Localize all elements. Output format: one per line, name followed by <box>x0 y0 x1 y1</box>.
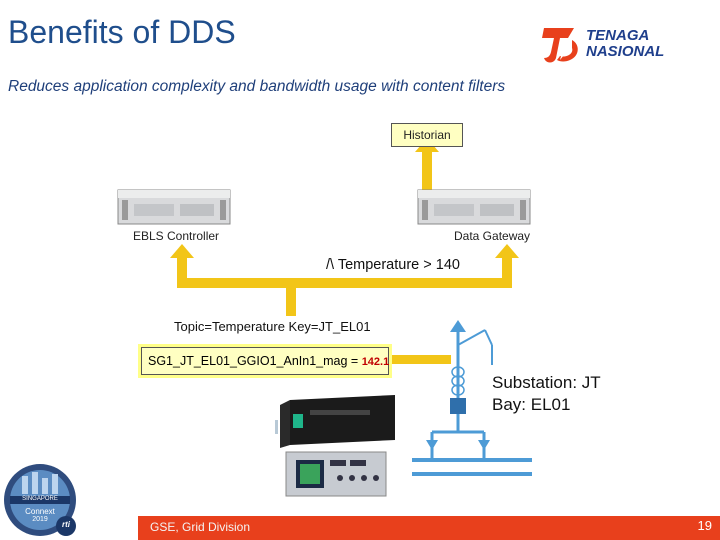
slide-subtitle: Reduces application complexity and bandw… <box>8 78 506 95</box>
tnb-logo-text: TENAGA NASIONAL <box>586 28 664 60</box>
tnb-emblem-icon <box>542 28 578 63</box>
substation-bay-diagram <box>412 320 532 476</box>
ebls-controller-label: EBLS Controller <box>133 229 220 243</box>
badge-event: Connext <box>25 507 55 516</box>
connext-2019-badge: SINGAPORE Connext 2019 rti <box>2 462 78 538</box>
substation-label: Substation: JT Bay: EL01 <box>492 372 601 416</box>
footer-text: GSE, Grid Division <box>150 520 251 534</box>
tenaga-nasional-logo: TENAGA NASIONAL <box>538 22 688 68</box>
ied-rack-device <box>275 395 395 448</box>
bay-name: Bay: EL01 <box>492 395 571 414</box>
sample-value: 142.1 <box>361 356 390 368</box>
protection-relay-device <box>285 451 387 497</box>
historian-box: Historian <box>391 123 463 147</box>
badge-brand: rti <box>62 520 70 529</box>
substation-name: Substation: JT <box>492 373 601 392</box>
data-gateway-device <box>417 189 531 225</box>
topic-key-label: Topic=Temperature Key=JT_EL01 <box>174 319 371 334</box>
content-filter-expression: /\ Temperature > 140 <box>326 257 460 273</box>
badge-emblem-icon <box>4 464 76 536</box>
tnb-logo-line1: TENAGA <box>586 27 650 44</box>
data-gateway-label: Data Gateway <box>454 229 531 243</box>
ebls-controller-device <box>117 189 231 225</box>
page-number: 19 <box>697 518 712 533</box>
footer-bar <box>138 516 720 540</box>
tnb-logo-line2: NASIONAL <box>586 43 665 60</box>
badge-location: SINGAPORE <box>22 496 58 502</box>
sample-data-box: SG1_JT_EL01_GGIO1_AnIn1_mag = 142.1 <box>141 347 389 375</box>
slide-title: Benefits of DDS <box>8 14 236 50</box>
sample-name: SG1_JT_EL01_GGIO1_AnIn1_mag = <box>148 354 359 368</box>
badge-year: 2019 <box>32 516 48 523</box>
